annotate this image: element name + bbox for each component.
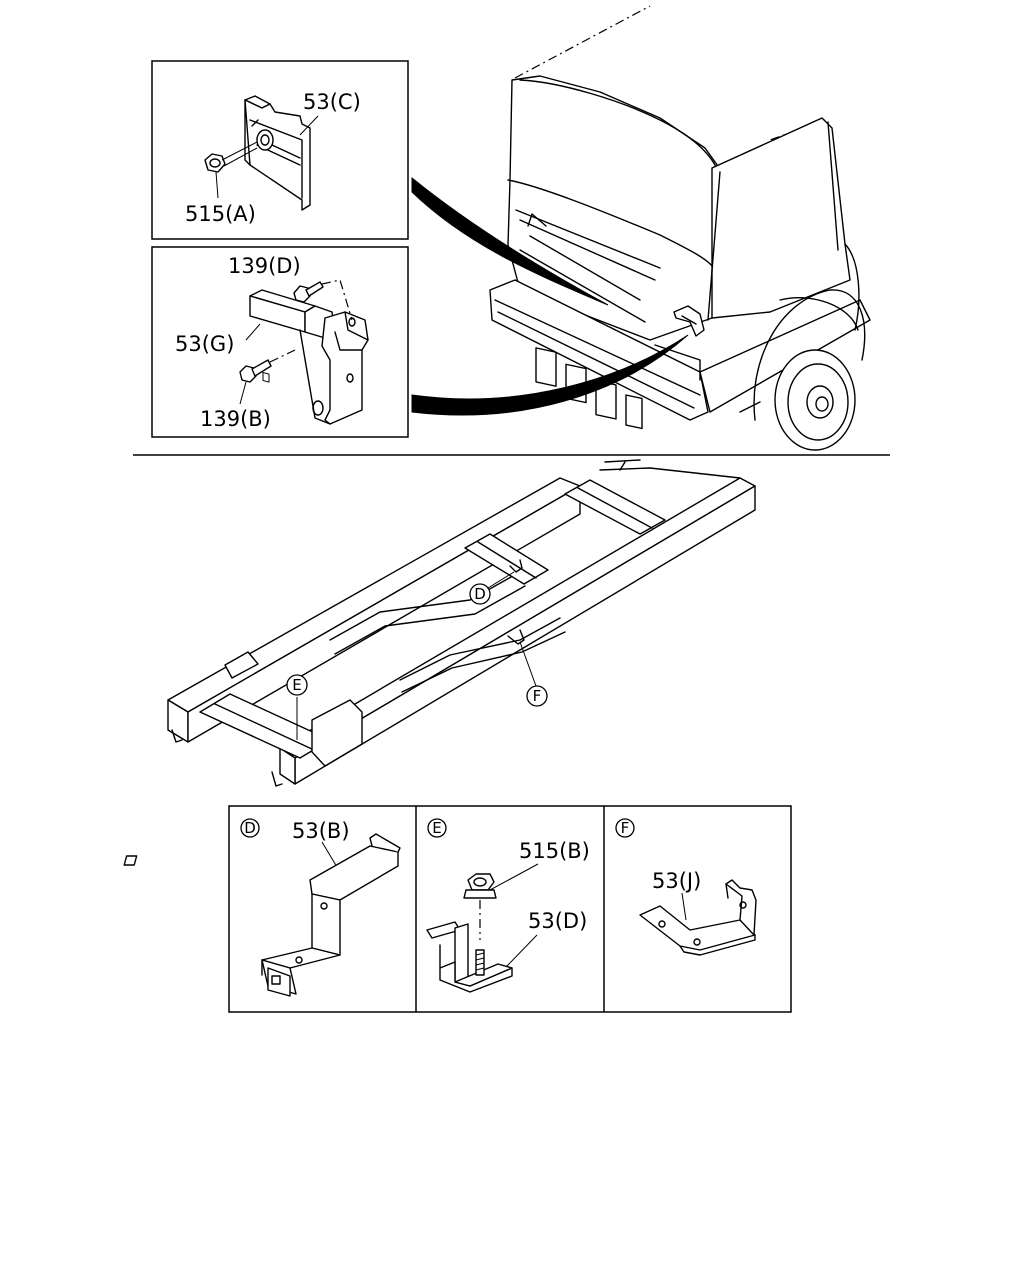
nut-515a-drawing (204, 141, 258, 173)
frame-callout-d: D (469, 583, 491, 605)
detail-panel-e: E 515(B) 53(D) (426, 818, 590, 993)
label-53c: 53(C) (303, 90, 361, 114)
detail-panel-f: F 53(J) (615, 818, 757, 956)
pointer-arc-upper (411, 176, 609, 306)
label-515a: 515(A) (185, 202, 256, 226)
label-53g: 53(G) (175, 332, 234, 356)
label-139b: 139(B) (200, 407, 271, 431)
bolt-139b-drawing (239, 349, 296, 383)
bracket-53d-drawing (426, 921, 513, 993)
frame-callout-e-letter: E (292, 676, 301, 694)
frame-callout-d-letter: D (474, 585, 486, 603)
detail-e-letter: E (432, 819, 441, 837)
detail-f-letter: F (621, 819, 630, 837)
detail-box-bracket-c: 53(C) 515(A) (151, 60, 409, 240)
chassis-frame (167, 459, 756, 787)
bracket-53g-drawing (249, 289, 369, 425)
label-53d: 53(D) (528, 909, 587, 933)
detail-box-bracket-g: 139(D) 53(G) 139(B) (151, 246, 409, 438)
frame-callout-e: E (286, 674, 308, 696)
label-53b: 53(B) (292, 819, 350, 843)
detail-panel-row (228, 805, 792, 1013)
label-515b: 515(B) (519, 839, 590, 863)
bracket-53b-drawing (123, 833, 401, 997)
frame-callout-f: F (526, 685, 548, 707)
van-rear-view (489, 5, 871, 451)
bracket-53j-drawing (639, 879, 757, 956)
label-139d: 139(D) (228, 254, 301, 278)
frame-callout-f-letter: F (533, 687, 542, 705)
detail-panel-d: D 53(B) (123, 818, 401, 997)
nut-515b-drawing (463, 873, 497, 940)
pointer-arc-lower (411, 334, 689, 416)
label-53j: 53(J) (652, 869, 701, 893)
bolt-139d-drawing (293, 279, 353, 321)
bracket-53c-drawing (244, 95, 311, 211)
detail-d-letter: D (244, 819, 256, 837)
